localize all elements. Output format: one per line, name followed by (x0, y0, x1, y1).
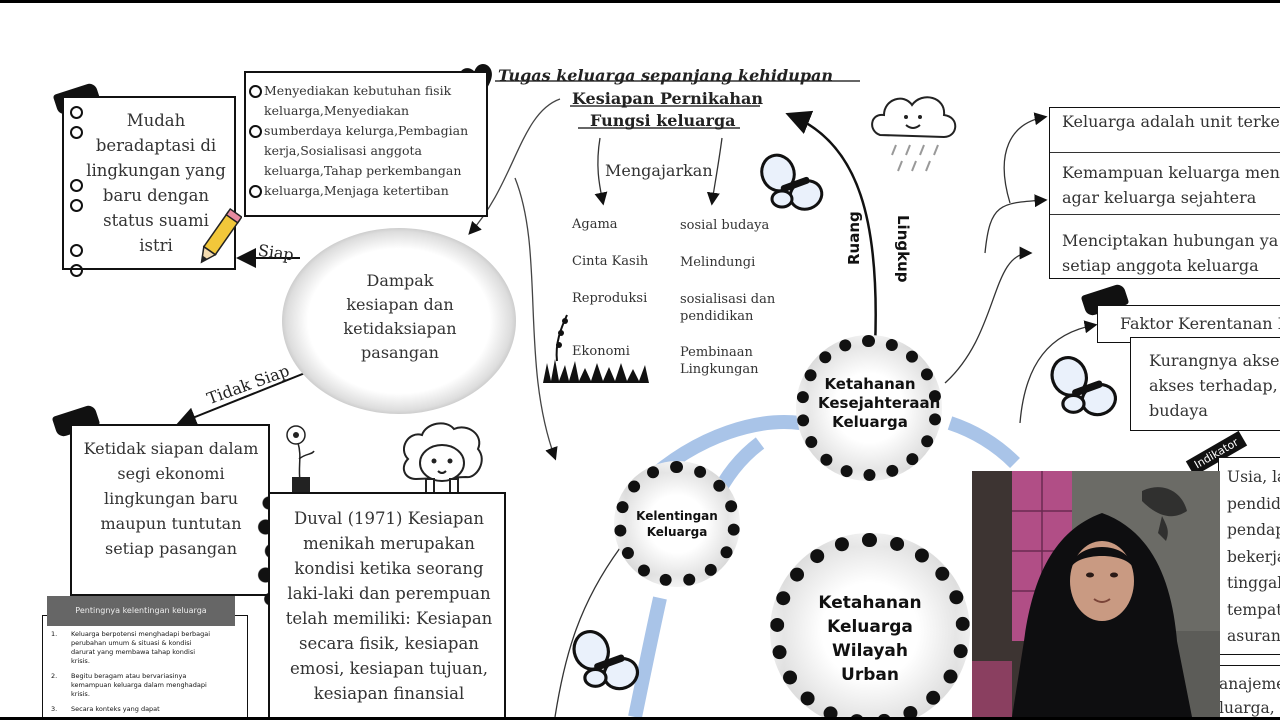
mudah-text: Mudah beradaptasi di lingkungan yang bar… (86, 111, 226, 255)
indikator-line: pendid (1227, 494, 1280, 513)
kurangnya-text: Kurangnya akse akses terhadap, budaya (1149, 351, 1280, 420)
keluarga-unit-box: Keluarga adalah unit terke Kemampuan kel… (1049, 107, 1280, 279)
ketidak-text: Ketidak siapan dalam segi ekonomi lingku… (83, 439, 259, 558)
butterfly-icon (1046, 353, 1122, 423)
fungsi-keluarga-label: Fungsi keluarga (590, 111, 736, 130)
kesiapan-pernikahan-label: Kesiapan Pernikahan (572, 89, 763, 108)
ketahanan-urban-text: Ketahanan Keluarga Wilayah Urban (818, 593, 922, 685)
list-item: 2.Begitu beragam atau bervariasinya kema… (51, 672, 207, 698)
indikator-line: pendap (1227, 521, 1280, 539)
manajemen-line: anajeme (1219, 675, 1280, 693)
teach-item: Reproduksi (572, 291, 648, 306)
menciptakan-text: Menciptakan hubungan ya setiap anggota k… (1062, 231, 1279, 275)
indikator-line: tinggal (1227, 574, 1280, 592)
unit-text: Keluarga adalah unit terke (1062, 112, 1280, 131)
dampak-circle (282, 228, 516, 414)
list-item: keluarga,Menjaga ketertiban (249, 181, 478, 201)
list-item: Menyediakan kebutuhan fisik keluarga,Men… (249, 81, 478, 121)
teach-item: Agama (572, 217, 618, 232)
ketahanan-kesejahteraan-text: Ketahanan Kesejahteraan Keluarga (818, 375, 941, 431)
indikator-line: tempat (1227, 600, 1280, 619)
pencil-icon (196, 207, 243, 270)
indikator-line: asuran (1227, 627, 1280, 645)
cloud-icon (866, 89, 962, 181)
page-title: Tugas keluarga sepanjang kehidupan (498, 66, 834, 85)
indikator-line: bekerja (1227, 547, 1280, 566)
pentingnya-box: Pentingnya kelentingan keluarga 1.Keluar… (42, 596, 248, 717)
list-item: sumberdaya kelurga,Pembagian kerja,Sosia… (249, 121, 478, 181)
teach-item: sosial budaya (680, 218, 770, 233)
indikator-line: Usia, la (1227, 468, 1280, 486)
dampak-text: Dampak kesiapan dan ketidaksiapan pasang… (343, 271, 457, 362)
webcam-overlay (972, 471, 1220, 717)
kelentingan-text: Kelentingan Keluarga (636, 509, 718, 539)
flower-pot-icon (278, 421, 322, 497)
mengajarkan-label: Mengajarkan (605, 161, 713, 180)
indikator-box: Usia, la pendid pendap bekerja tinggal t… (1218, 457, 1280, 655)
teach-item: Ekonomi (572, 344, 630, 359)
kemampuan-text: Kemampuan keluarga men agar keluarga sej… (1062, 163, 1280, 207)
manajemen-box: anajeme luarga, (1212, 665, 1280, 717)
pentingnya-title: Pentingnya kelentingan keluarga (47, 596, 235, 626)
faktor-kerentanan-box: Faktor Kerentanan K (1097, 305, 1280, 343)
ketidak-siapan-box: Ketidak siapan dalam segi ekonomi lingku… (70, 424, 270, 596)
grass-icon (543, 313, 651, 385)
list-item: 3.Secara konteks yang dapat (51, 705, 160, 713)
kurangnya-box: Kurangnya akse akses terhadap, budaya (1130, 337, 1280, 431)
manajemen-line: luarga, (1219, 699, 1275, 717)
duval-box: Duval (1971) Kesiapan menikah merupakan … (268, 492, 506, 717)
butterfly-icon (568, 627, 644, 697)
kelentingan-circle (614, 461, 740, 587)
faktor-text: Faktor Kerentanan K (1120, 314, 1280, 333)
tugas-list-box: Menyediakan kebutuhan fisik keluarga,Men… (244, 71, 488, 217)
teach-item: sosialisasi dan pendidikan (680, 292, 776, 324)
lingkup-label: Lingkup (894, 215, 912, 283)
teach-item: Pembinaan Lingkungan (680, 345, 759, 377)
butterfly-icon (756, 151, 828, 217)
teach-item: Cinta Kasih (572, 254, 649, 269)
mind-map-slide: Tugas keluarga sepanjang kehidupan Kesia… (0, 3, 1280, 717)
ruang-label: Ruang (845, 211, 863, 265)
mudah-box: Mudah beradaptasi di lingkungan yang bar… (62, 96, 236, 277)
teach-item: Melindungi (680, 255, 756, 270)
list-item: 1.Keluarga berpotensi menghadapi berbaga… (51, 630, 211, 665)
duval-text: Duval (1971) Kesiapan menikah merupakan … (285, 509, 493, 703)
sheep-icon (396, 419, 488, 499)
